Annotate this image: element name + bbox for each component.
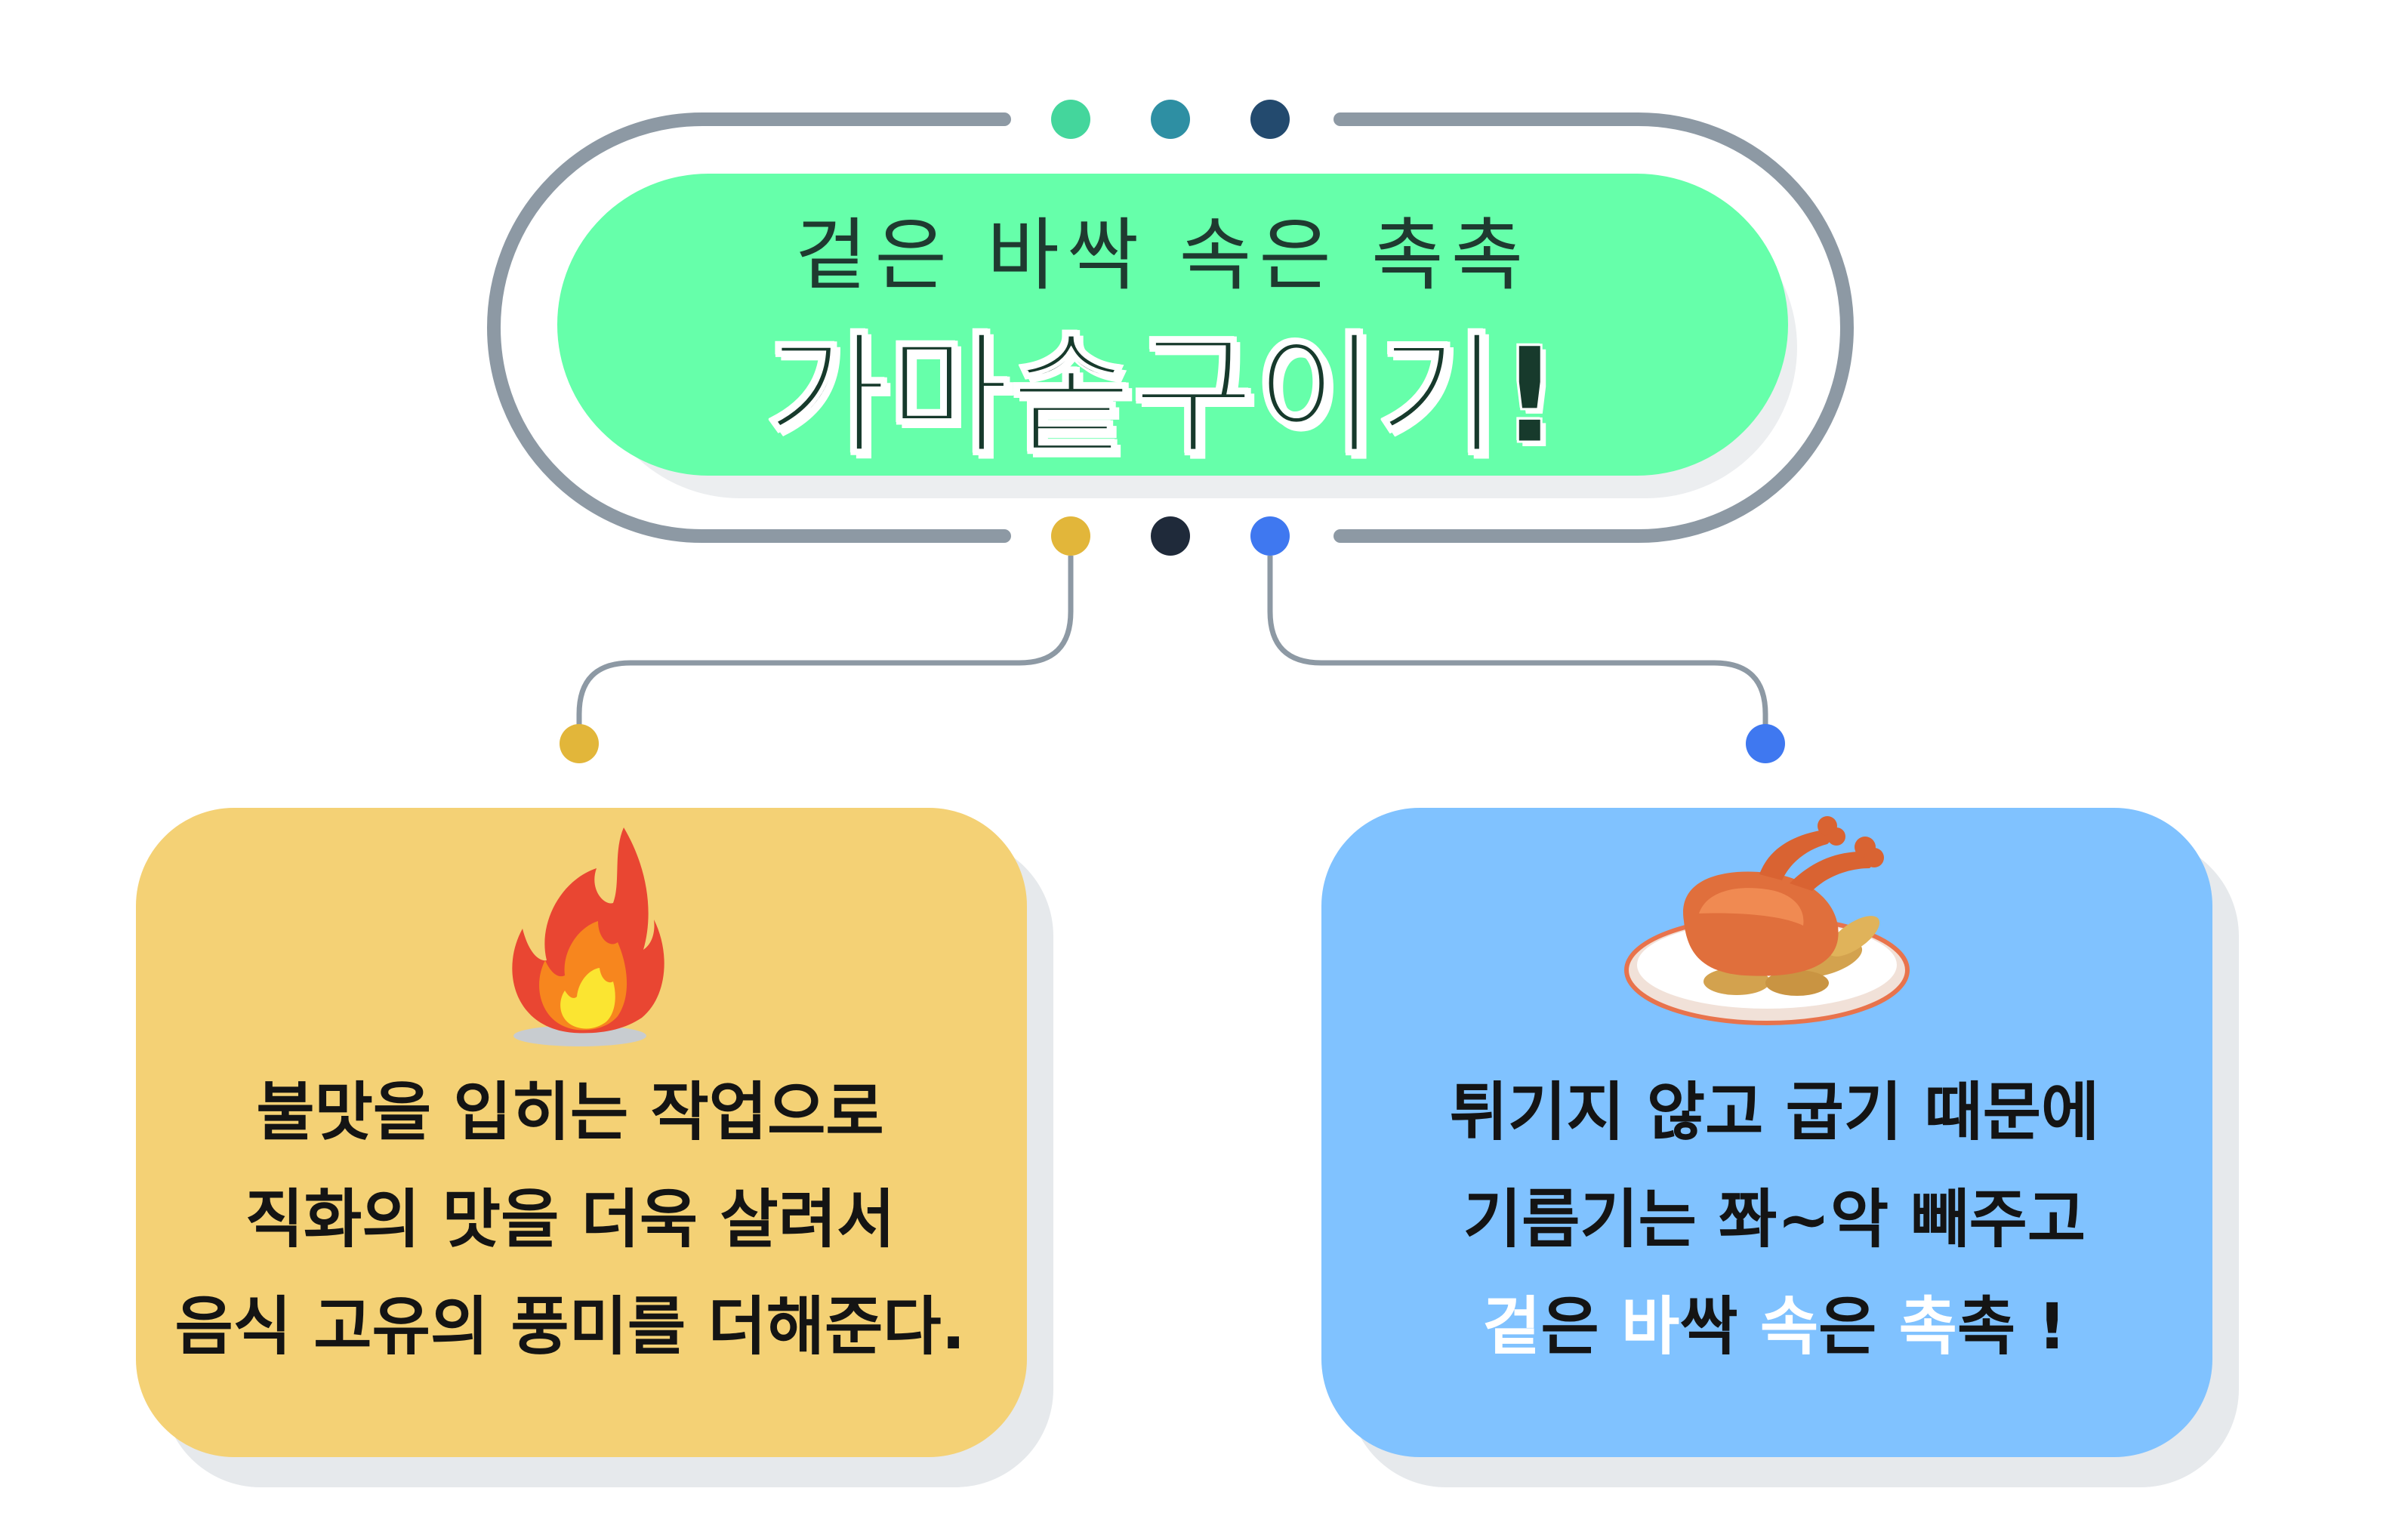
plain-char: 싹 (1679, 1290, 1738, 1363)
right-connector-dot (1746, 724, 1785, 763)
top-dot-1 (1051, 100, 1090, 139)
bottom-dot-2 (1151, 516, 1190, 556)
bottom-dot-1 (1051, 516, 1090, 556)
right-card-line-3: 겉은 바싹 속은 촉촉 ! (1321, 1273, 2228, 1380)
right-card (1321, 808, 2212, 1457)
plain-char: 은 (1818, 1290, 1877, 1363)
left-connector-dot (560, 724, 599, 763)
right-card-line-1: 튀기지 않고 굽기 때문에 (1449, 1075, 2100, 1149)
left-card-line-3: 음식 고유의 풍미를 더해준다. (174, 1290, 966, 1363)
top-dot-3 (1250, 100, 1290, 139)
left-card-line-1: 불맛을 입히는 작업으로 (256, 1075, 884, 1149)
exclamation: ! (2037, 1290, 2067, 1363)
bottom-dot-3 (1250, 516, 1290, 556)
title-main: 가마솥구이기! (765, 317, 1562, 474)
title-pill (557, 174, 1788, 476)
left-card (136, 808, 1027, 1457)
top-dot-2 (1151, 100, 1190, 139)
right-card-line-2: 기름기는 쫘~악 빼주고 (1463, 1182, 2086, 1256)
plain-char: 은 (1540, 1290, 1599, 1363)
roast-chicken-icon (1624, 816, 1910, 1025)
title-frame (487, 112, 1854, 543)
left-card-line-2: 직화의 맛을 더욱 살려서 (245, 1182, 896, 1256)
highlight-char: 바 (1621, 1290, 1680, 1363)
highlight-char: 속 (1759, 1290, 1819, 1363)
right-connector (1267, 556, 1768, 725)
fire-icon (512, 827, 664, 1046)
plain-char: 촉 (1956, 1290, 2016, 1363)
left-connector (576, 556, 1074, 725)
highlight-char: 겉 (1482, 1290, 1541, 1363)
title-subtitle: 겉은 바싹 속은 촉촉 (794, 208, 1531, 301)
left-card-text: 불맛을 입히는 작업으로 직화의 맛을 더욱 살려서 음식 고유의 풍미를 더해… (136, 1058, 1004, 1380)
right-card-text: 튀기지 않고 굽기 때문에 기름기는 쫘~악 빼주고 겉은 바싹 속은 촉촉 ! (1321, 1058, 2228, 1380)
highlight-char: 촉 (1898, 1290, 1957, 1363)
